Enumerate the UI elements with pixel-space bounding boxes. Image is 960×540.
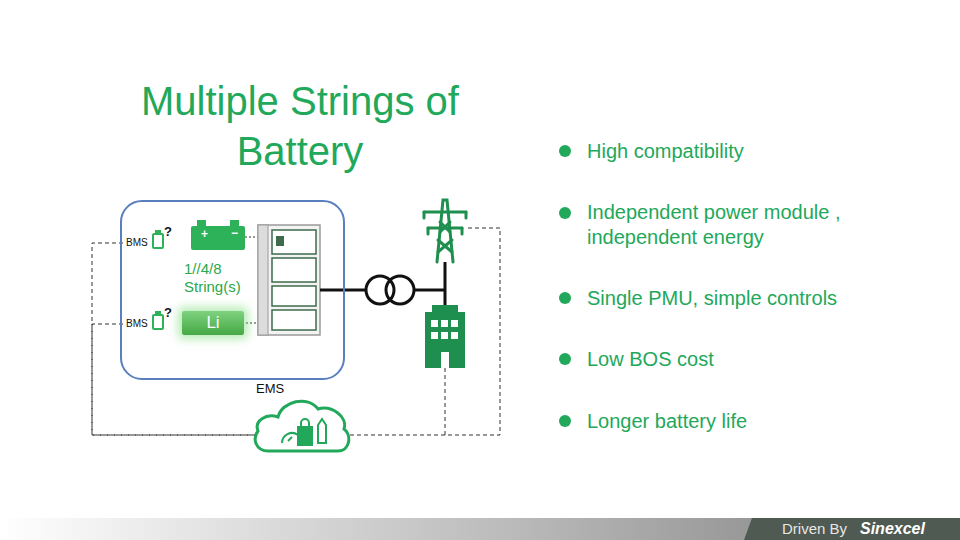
bullet-text: Low BOS cost bbox=[587, 347, 714, 371]
ems-icons bbox=[282, 419, 326, 445]
footer-brand-panel bbox=[744, 518, 960, 540]
question-mark: ? bbox=[164, 224, 172, 239]
bullet-text: Single PMU, simple controls bbox=[587, 286, 837, 310]
node-text: EMS bbox=[256, 381, 284, 396]
battery-icon bbox=[191, 220, 245, 250]
control-link bbox=[92, 243, 256, 435]
brand-name: Sinexcel bbox=[860, 519, 925, 538]
node-text: BMS bbox=[126, 237, 148, 249]
node-text: 1//4/8 String(s) bbox=[184, 260, 266, 296]
bullet-text: Longer battery life bbox=[587, 409, 747, 433]
node-text: Li bbox=[182, 311, 244, 335]
bms-icon bbox=[153, 231, 163, 329]
cloud-shape bbox=[255, 401, 349, 451]
question-mark: ? bbox=[164, 305, 172, 320]
control-line bbox=[350, 228, 500, 435]
terminal-sign: − bbox=[231, 226, 238, 240]
bullet-text: High compatibility bbox=[587, 139, 744, 163]
terminal-sign: + bbox=[201, 227, 208, 241]
bullet-text: Independent power module , independent e… bbox=[587, 200, 897, 250]
slide-title: Multiple Strings of Battery bbox=[110, 76, 490, 176]
footer-slogan: Driven By bbox=[782, 520, 847, 538]
footer-bar bbox=[0, 518, 960, 540]
node-text: BMS bbox=[126, 318, 148, 330]
ems-cloud: EMS bbox=[252, 385, 352, 453]
building bbox=[425, 305, 465, 368]
li-battery-box: Li bbox=[182, 311, 244, 335]
bms-label: BMS bbox=[125, 237, 149, 249]
bullet-dots bbox=[559, 145, 571, 427]
power-line bbox=[320, 262, 445, 312]
pcs-cabinet bbox=[258, 225, 320, 335]
transmission-tower bbox=[424, 200, 466, 262]
bms-label: BMS bbox=[125, 318, 149, 330]
